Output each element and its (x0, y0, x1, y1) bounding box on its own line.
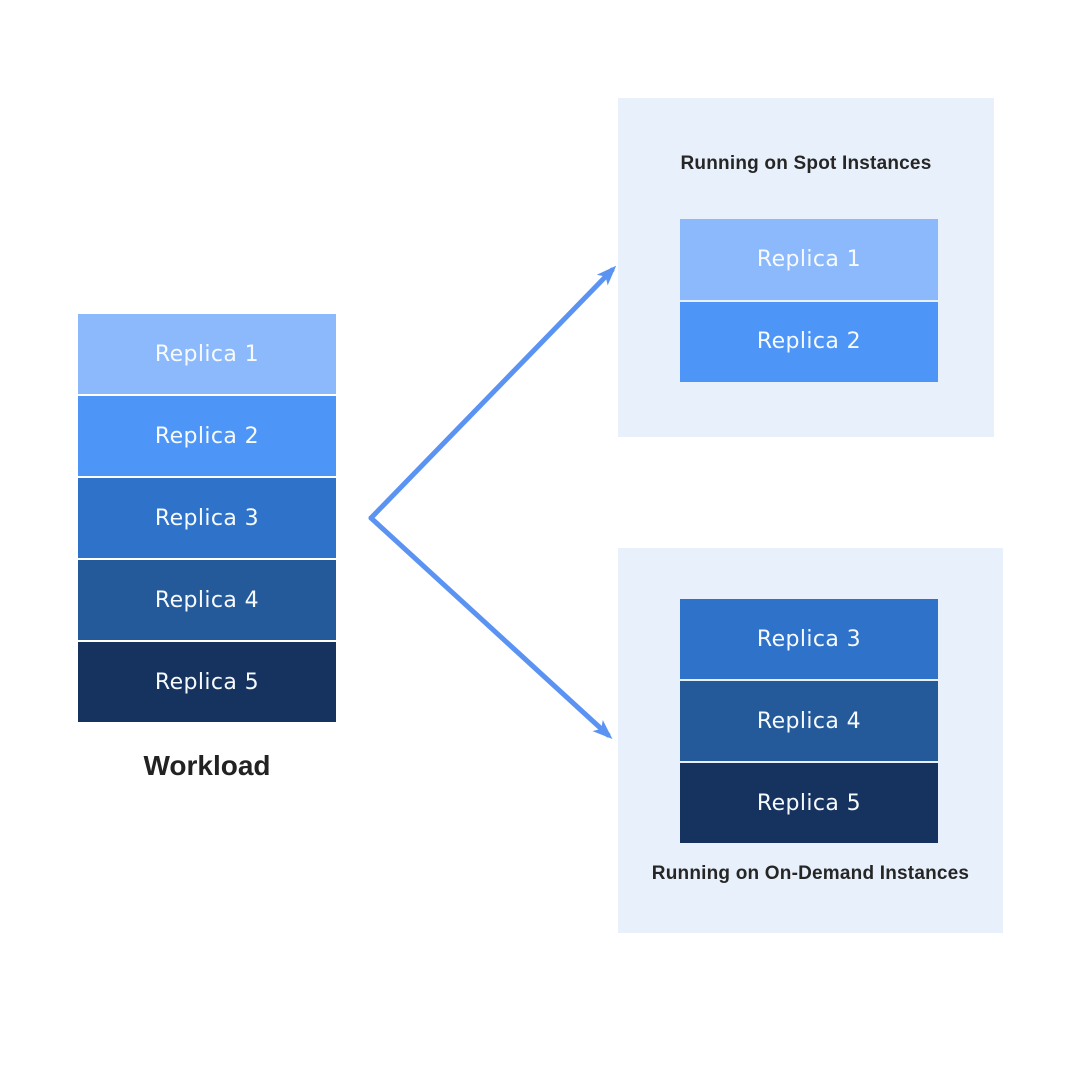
on-demand-panel-title: Running on On-Demand Instances (651, 863, 970, 884)
arrow-to-spot (368, 265, 617, 521)
replica-band-replica-4: Replica 4 (78, 560, 336, 640)
replica-band-replica-2: Replica 2 (78, 396, 336, 476)
replica-band-replica-2: Replica 2 (680, 301, 938, 382)
workload-label: Workload (143, 750, 271, 781)
replica-label: Replica 1 (154, 341, 260, 367)
replica-band-replica-1: Replica 1 (680, 219, 938, 300)
replica-band-replica-4: Replica 4 (680, 681, 938, 761)
replica-label: Replica 5 (154, 669, 260, 695)
workload-stack: Replica 1 Replica 2 Replica 3 Replica 4 Repl… (78, 314, 336, 722)
replica-label: Replica 2 (154, 423, 260, 449)
replica-label: Replica 3 (154, 505, 260, 531)
replica-label: Replica 4 (756, 708, 862, 734)
spot-panel-title: Running on Spot Instances (680, 153, 932, 174)
replica-label: Replica 2 (756, 329, 862, 355)
replica-band-replica-3: Replica 3 (680, 599, 938, 679)
on-demand-replica-stack: Replica 3 Replica 4 Replica 5 (680, 599, 938, 843)
replica-label: Replica 3 (756, 626, 862, 652)
replica-label: Replica 4 (154, 587, 260, 613)
replica-label: Replica 5 (756, 790, 862, 816)
arrow-to-on-demand (368, 515, 613, 740)
replica-band-replica-5: Replica 5 (680, 763, 938, 843)
on-demand-instances-panel: Replica 3 Replica 4 Replica 5 Running on O… (618, 548, 1003, 933)
replica-label: Replica 1 (756, 246, 862, 272)
replica-band-replica-5: Replica 5 (78, 642, 336, 722)
replica-band-replica-1: Replica 1 (78, 314, 336, 394)
replica-band-replica-3: Replica 3 (78, 478, 336, 558)
spot-replica-stack: Replica 1 Replica 2 (680, 219, 938, 382)
